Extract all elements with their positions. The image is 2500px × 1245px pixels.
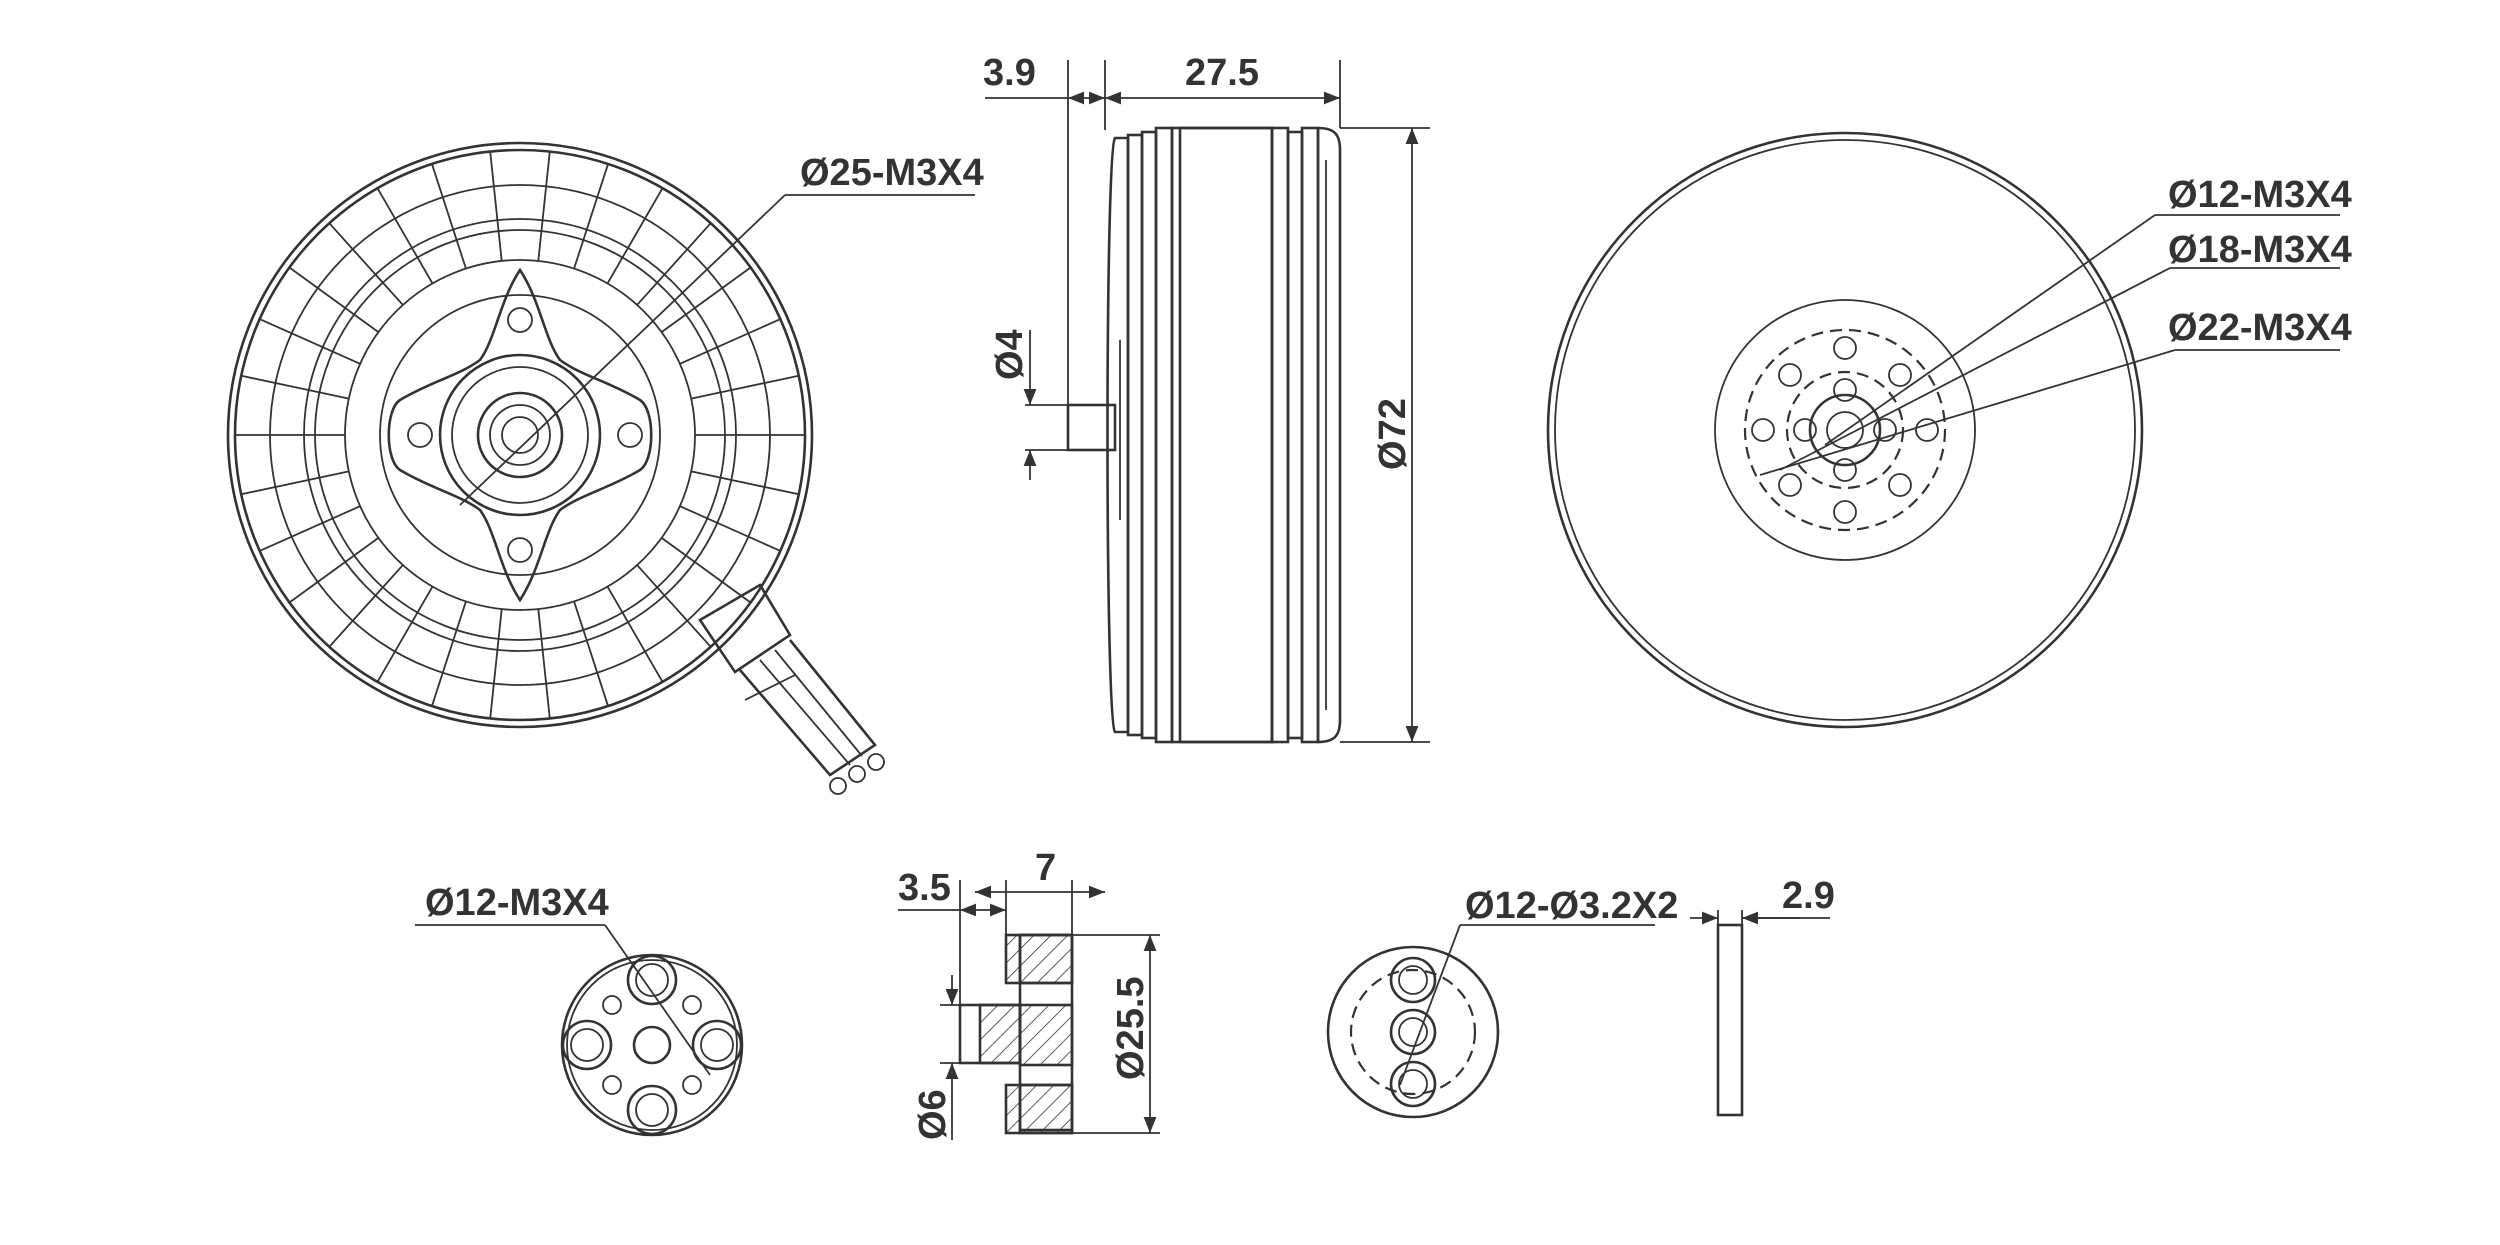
cooling-fin <box>328 564 404 648</box>
cooling-fin <box>431 601 467 707</box>
bottom-callout-1: Ø12-M3X4 <box>2168 174 2352 216</box>
bottom-callout-3: Ø22-M3X4 <box>2168 307 2352 349</box>
adapter-front-view: Ø12-M3X4 <box>415 882 744 1137</box>
cooling-fin <box>573 163 609 269</box>
cooling-fin <box>661 266 752 333</box>
cooling-fin <box>690 374 799 400</box>
washer-side-view: 2.9 <box>1690 875 1835 1117</box>
shaft-offset-dim: 3.9 <box>983 52 1036 94</box>
cross-mount <box>387 267 653 603</box>
cooling-fin <box>288 537 379 604</box>
shaft-diameter-dim: Ø4 <box>989 329 1031 380</box>
adapter-total-height-dim: 7 <box>1035 847 1056 889</box>
adapter-section-view: 7 3.5 Ø6 Ø25.5 <box>898 847 1160 1140</box>
cooling-fin <box>489 608 503 719</box>
front-view: Ø25-M3X4 <box>226 141 984 795</box>
bottom-callout-2: Ø18-M3X4 <box>2168 229 2352 271</box>
cooling-fin <box>679 318 781 365</box>
cooling-fin <box>288 266 379 333</box>
cooling-fin <box>259 505 361 552</box>
outer-diameter-dim: Ø72 <box>1372 398 1414 470</box>
cooling-fin <box>259 318 361 365</box>
cooling-fin <box>690 470 799 496</box>
front-mount-callout: Ø25-M3X4 <box>800 152 984 194</box>
cooling-fin <box>431 163 467 269</box>
cooling-fin <box>661 537 752 604</box>
washer-thickness-dim: 2.9 <box>1782 875 1835 917</box>
cooling-fin <box>606 586 664 683</box>
cooling-fin <box>489 151 503 262</box>
adapter-front-callout: Ø12-M3X4 <box>425 882 609 924</box>
adapter-outer-diameter-dim: Ø25.5 <box>1110 976 1152 1080</box>
cooling-fin <box>376 586 434 683</box>
side-view: 3.9 27.5 Ø4 Ø72 <box>983 52 1430 744</box>
cooling-fin <box>537 608 551 719</box>
adapter-bore-dim: Ø6 <box>912 1089 954 1140</box>
washer-front-callout: Ø12-Ø3.2X2 <box>1465 885 1678 927</box>
bottom-view: Ø12-M3X4 Ø18-M3X4 Ø22-M3X4 <box>1546 131 2352 729</box>
cooling-fin <box>606 187 664 284</box>
adapter-flange-dim: 3.5 <box>898 867 951 909</box>
cooling-fin <box>241 374 350 400</box>
cooling-fin <box>241 470 350 496</box>
cooling-fin <box>537 151 551 262</box>
cooling-fin <box>573 601 609 707</box>
cable-outlet <box>698 583 885 795</box>
cooling-fin <box>636 564 712 648</box>
cooling-fin <box>376 187 434 284</box>
body-height-dim: 27.5 <box>1185 52 1259 94</box>
cooling-fin <box>679 505 781 552</box>
washer-front-view: Ø12-Ø3.2X2 <box>1326 885 1678 1119</box>
cooling-fin <box>328 222 404 306</box>
cooling-fin <box>636 222 712 306</box>
